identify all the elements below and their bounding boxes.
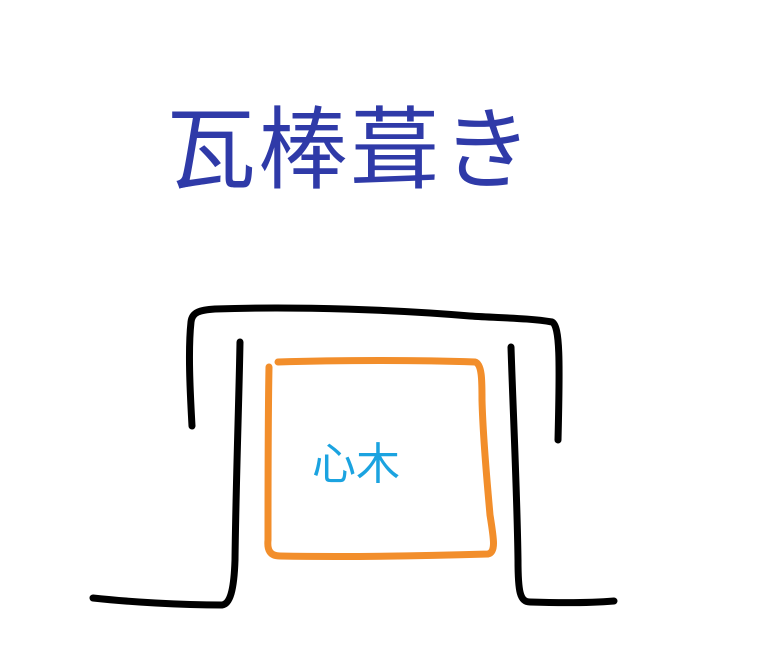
cap-cover-outline — [185, 304, 563, 444]
right-roof-sheet — [507, 343, 618, 607]
core-wood-label: 心木 — [312, 439, 400, 490]
left-roof-sheet — [89, 338, 244, 609]
core-wood-outline — [264, 357, 497, 560]
diagram-title: 瓦棒葺き — [166, 98, 534, 203]
